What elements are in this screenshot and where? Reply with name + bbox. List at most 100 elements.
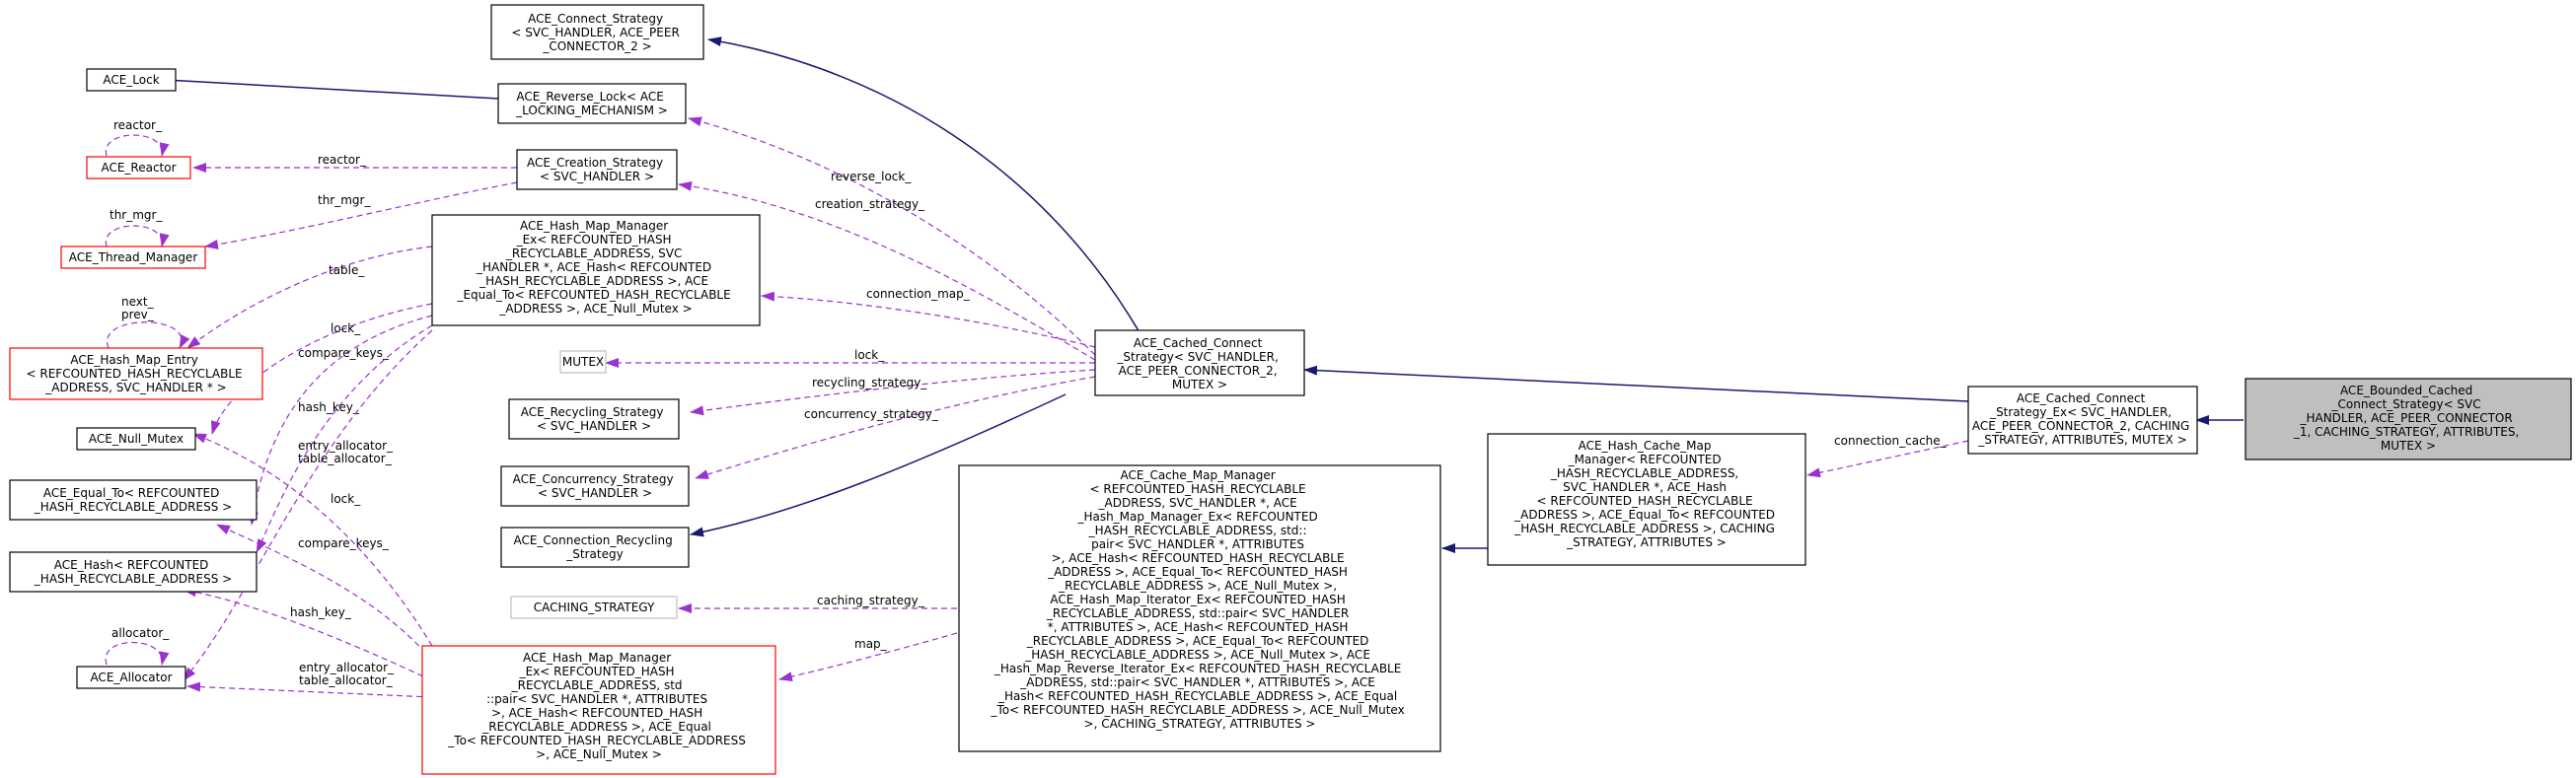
node-thread-manager: ACE_Thread_Manager xyxy=(60,246,206,269)
node-hash-map-manager-ex: ACE_Hash_Map_Manager _Ex< REFCOUNTED_HAS… xyxy=(431,214,761,326)
node-equal-to: ACE_Equal_To< REFCOUNTED _HASH_RECYCLABL… xyxy=(9,479,258,521)
node-label: ACE_Lock xyxy=(103,73,159,87)
node-label: ACE_Cached_Connect _Strategy_Ex< SVC_HAN… xyxy=(1972,391,2193,447)
edge-label-lock: lock_ xyxy=(854,348,885,362)
edge-label-table: table_ xyxy=(329,263,365,277)
edge-inherit-connection-recycling xyxy=(690,393,1067,537)
node-caching-strategy: CACHING_STRATEGY xyxy=(510,596,678,619)
edge-use-hmm-lock: lock_ xyxy=(192,433,433,647)
edge-use-reactor-self: reactor_ xyxy=(105,118,170,157)
edge-label-hash-key-hmm: hash_key_ xyxy=(290,605,352,619)
node-label: ACE_Hash< REFCOUNTED _HASH_RECYCLABLE_AD… xyxy=(34,558,232,586)
edge-label-reactor-self: reactor_ xyxy=(113,118,163,132)
node-ace-lock: ACE_Lock xyxy=(86,68,177,92)
edge-use-connection-cache: connection_cache_ xyxy=(1806,434,1969,478)
node-connection-recycling: ACE_Connection_Recycling _Strategy xyxy=(500,527,690,568)
node-connect-strategy: ACE_Connect_Strategy < SVC_HANDLER, ACE_… xyxy=(490,4,704,60)
edge-label-recycling-strategy: recycling_strategy_ xyxy=(812,376,927,389)
node-concurrency-strategy: ACE_Concurrency_Strategy < SVC_HANDLER > xyxy=(500,465,690,507)
edge-label-connection-map: connection_map_ xyxy=(866,287,971,301)
edge-label-prev: prev_ xyxy=(121,308,155,321)
edge-use-connection-map: connection_map_ xyxy=(761,287,1096,348)
node-label: ACE_Null_Mutex xyxy=(89,432,184,446)
node-ace-reactor: ACE_Reactor xyxy=(86,156,191,179)
node-cached-connect-strategy-ex: ACE_Cached_Connect _Strategy_Ex< SVC_HAN… xyxy=(1967,386,2198,455)
node-cache-map-manager: ACE_Cache_Map_Manager < REFCOUNTED_HASH_… xyxy=(958,464,1441,752)
edge-label-lock-hmme: lock_ xyxy=(331,321,361,335)
node-reverse-lock: ACE_Reverse_Lock< ACE _LOCKING_MECHANISM… xyxy=(497,83,687,124)
node-ace-allocator: ACE_Allocator xyxy=(76,666,186,689)
edge-label-reverse-lock: reverse_lock_ xyxy=(831,170,912,183)
edge-inherit-lock-reverse-lock xyxy=(147,74,499,100)
edge-use-table: table_ xyxy=(186,246,433,349)
edge-label-creation-strategy: creation_strategy_ xyxy=(815,197,925,211)
node-label: ACE_Hash_Map_Manager _Ex< REFCOUNTED_HAS… xyxy=(456,219,734,316)
node-label: CACHING_STRATEGY xyxy=(534,601,655,614)
edge-label-next: next_ xyxy=(121,295,155,309)
node-ace-hash: ACE_Hash< REFCOUNTED _HASH_RECYCLABLE_AD… xyxy=(9,551,258,593)
node-hash-cache-map: ACE_Hash_Cache_Map _Manager< REFCOUNTED … xyxy=(1487,433,1806,566)
edge-use-hmm-allocator: entry_allocator_ table_allocator_ xyxy=(186,661,433,698)
edge-use-reactor: reactor_ xyxy=(192,153,517,173)
edge-use-hmme-compare-keys: compare_keys_ xyxy=(248,315,433,526)
edge-label-concurrency-strategy: concurrency_strategy_ xyxy=(804,407,939,421)
node-cached-connect-strategy: ACE_Cached_Connect _Strategy< SVC_HANDLE… xyxy=(1094,329,1305,396)
node-label: ACE_Connection_Recycling _Strategy xyxy=(513,533,676,561)
edge-use-hmm-compare-keys: compare_keys_ xyxy=(216,524,433,662)
node-label: MUTEX xyxy=(562,355,604,369)
edge-use-recycling-strategy: recycling_strategy_ xyxy=(690,369,1096,416)
edge-label-table-allocator-hmm: table_allocator_ xyxy=(299,673,394,687)
edge-use-thread-manager-self: thr_mgr_ xyxy=(105,208,170,248)
edge-use-hmme-allocator: entry_allocator_ table_allocator_ xyxy=(183,329,433,681)
edge-label-thr-mgr: thr_mgr_ xyxy=(318,193,371,207)
node-label: ACE_Connect_Strategy < SVC_HANDLER, ACE_… xyxy=(511,12,683,53)
edge-label-entry-allocator-hmme: entry_allocator_ xyxy=(298,439,394,453)
node-label: ACE_Hash_Map_Entry < REFCOUNTED_HASH_REC… xyxy=(27,353,247,394)
edge-label-compare-keys-hmm: compare_keys_ xyxy=(298,536,390,550)
node-label: ACE_Cached_Connect _Strategy< SVC_HANDLE… xyxy=(1116,336,1282,391)
edge-use-creation-strategy: creation_strategy_ xyxy=(678,180,1096,361)
edge-use-hmm-hash-key: hash_key_ xyxy=(183,587,433,681)
edge-label-table-allocator-hmme: table_allocator_ xyxy=(298,452,393,465)
edge-use-entry-next-prev: next_ prev_ xyxy=(106,295,190,349)
edge-use-allocator-self: allocator_ xyxy=(105,626,170,666)
node-label: ACE_Bounded_Cached _Connect_Strategy< SV… xyxy=(2293,384,2523,453)
edge-use-map: map_ xyxy=(778,632,958,682)
node-hash-map-manager: ACE_Hash_Map_Manager _Ex< REFCOUNTED_HAS… xyxy=(421,645,776,775)
edge-label-allocator-self: allocator_ xyxy=(111,626,170,640)
edge-inherit-cached-connect-strategy xyxy=(1303,365,1969,402)
edge-use-hmme-hash-key: hash_key_ xyxy=(256,324,433,553)
edge-label-caching-strategy: caching_strategy_ xyxy=(817,594,925,607)
node-creation-strategy: ACE_Creation_Strategy < SVC_HANDLER > xyxy=(516,149,678,190)
node-label: ACE_Thread_Manager xyxy=(69,250,198,264)
edge-label-hash-key-hmme: hash_key_ xyxy=(298,400,360,414)
edge-label-connection-cache: connection_cache_ xyxy=(1834,434,1948,448)
node-label: ACE_Reactor xyxy=(101,161,176,175)
edge-label-thr-mgr-self: thr_mgr_ xyxy=(110,208,163,222)
edge-use-reverse-lock: reverse_lock_ xyxy=(688,116,1096,356)
node-label: ACE_Creation_Strategy < SVC_HANDLER > xyxy=(527,156,667,183)
node-recycling-strategy: ACE_Recycling_Strategy < SVC_HANDLER > xyxy=(508,398,680,440)
edge-label-entry-allocator-hmm: entry_allocator_ xyxy=(299,661,395,674)
node-label: ACE_Recycling_Strategy < SVC_HANDLER > xyxy=(521,405,668,433)
edge-use-caching-strategy: caching_strategy_ xyxy=(678,594,957,613)
node-label: ACE_Reverse_Lock< ACE _LOCKING_MECHANISM… xyxy=(515,90,668,117)
edge-label-reactor: reactor_ xyxy=(318,153,367,167)
edge-use-mutex: lock_ xyxy=(605,348,1095,368)
edge-use-hmme-lock: lock_ xyxy=(210,303,433,435)
node-label: ACE_Allocator xyxy=(90,671,172,684)
node-label: ACE_Hash_Map_Manager _Ex< REFCOUNTED_HAS… xyxy=(447,651,749,761)
node-bounded-cached-connect-strategy: ACE_Bounded_Cached _Connect_Strategy< SV… xyxy=(2245,378,2572,460)
edge-use-concurrency-strategy: concurrency_strategy_ xyxy=(695,376,1096,479)
node-mutex: MUTEX xyxy=(559,350,607,374)
edge-use-thread-manager: thr_mgr_ xyxy=(204,181,518,249)
edge-label-map: map_ xyxy=(854,637,888,651)
edge-label-compare-keys-hmme: compare_keys_ xyxy=(298,346,390,360)
edge-inherit-connect-strategy xyxy=(707,36,1163,376)
node-label: ACE_Concurrency_Strategy < SVC_HANDLER > xyxy=(513,472,678,500)
node-hash-map-entry: ACE_Hash_Map_Entry < REFCOUNTED_HASH_REC… xyxy=(9,347,263,400)
edge-label-lock-hmm: lock_ xyxy=(331,492,361,506)
node-label: ACE_Equal_To< REFCOUNTED _HASH_RECYCLABL… xyxy=(34,486,232,514)
node-label: ACE_Cache_Map_Manager < REFCOUNTED_HASH_… xyxy=(990,468,1408,731)
